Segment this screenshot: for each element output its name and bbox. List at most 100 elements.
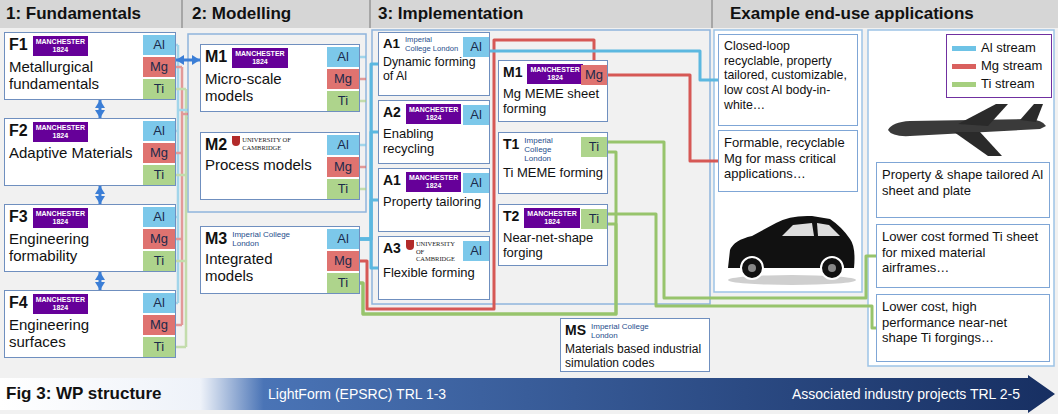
legend-swatch — [952, 64, 976, 69]
work-package-box: M2 UNIVERSITY OF CAMBRIDGE Process modelsA… — [200, 132, 360, 200]
application-panel — [714, 30, 862, 292]
stream-name: Ti — [327, 273, 359, 293]
university-logo: UNIVERSITY OF CAMBRIDGE — [406, 240, 459, 263]
connector-line — [359, 152, 616, 314]
legend-text: Al stream — [981, 40, 1036, 56]
stream-stub — [359, 144, 366, 147]
package-id: F3 — [9, 208, 28, 226]
stream-name: Al — [143, 293, 175, 313]
package-id: A3 — [383, 240, 401, 257]
stream-name: Al — [327, 47, 359, 67]
car-window — [817, 223, 840, 236]
stream-name: Al — [463, 105, 489, 125]
stream-name: Mg — [581, 65, 607, 85]
university-name: MANCHESTER 1824 — [33, 122, 88, 142]
stream-stub — [359, 100, 366, 103]
work-package-box: A2MANCHESTER 1824Enabling recyclingAl — [378, 100, 490, 164]
connector-line — [359, 200, 378, 239]
car-window — [782, 223, 814, 236]
university-name: MANCHESTER 1824 — [527, 64, 582, 84]
stream-name: Ti — [143, 79, 175, 99]
legend-swatch — [952, 82, 976, 87]
stream-connector — [359, 132, 378, 239]
work-package-box: A3UNIVERSITY OF CAMBRIDGEFlexible formin… — [378, 236, 490, 300]
university-name: MANCHESTER 1824 — [33, 36, 88, 56]
crest-icon — [232, 136, 240, 146]
package-id: M2 — [205, 136, 227, 154]
package-id: T1 — [503, 136, 519, 153]
arrow-head — [95, 282, 105, 290]
arrow-connector — [95, 100, 105, 118]
description: Lower cost formed Ti sheet for mixed mat… — [877, 225, 1049, 280]
arrow-head — [95, 186, 105, 194]
stream-tag: Ti — [581, 209, 607, 229]
description: Dynamic forming of Al — [379, 53, 489, 84]
university-name: MANCHESTER 1824 — [33, 208, 88, 228]
stream-tag: Ti — [143, 165, 175, 185]
description: Lower cost, high performance near-net sh… — [877, 295, 1049, 350]
work-package-box: F3MANCHESTER 1824Engineering formability… — [4, 204, 176, 272]
implementation-region — [372, 30, 710, 304]
university-name: Imperial College London — [232, 230, 292, 248]
application-box: Lower cost formed Ti sheet for mixed mat… — [876, 224, 1050, 288]
stream-tag: Mg — [327, 251, 359, 271]
stream-name: Ti — [327, 179, 359, 199]
university-name: Imperial College London — [591, 322, 651, 340]
legend-box: Al stream Mg streamTi stream — [946, 34, 1052, 98]
stream-tag: Al — [143, 35, 175, 55]
university-name: Imperial College London — [524, 136, 577, 163]
stream-name: Ti — [143, 337, 175, 357]
trl-label: LightForm (EPSRC) TRL 1-3 — [268, 386, 446, 402]
arrow-head — [176, 55, 184, 65]
stream-name: Ti — [143, 165, 175, 185]
stream-stub — [182, 113, 188, 116]
stream-tag: Ti — [143, 251, 175, 271]
work-package-box: MSImperial College LondonMaterials based… — [560, 318, 710, 372]
aircraft-wing — [958, 104, 1008, 126]
car-wheel — [821, 257, 843, 279]
car-hub — [828, 264, 836, 272]
package-id: F1 — [9, 36, 28, 54]
stream-tag: Ti — [143, 337, 175, 357]
description: Process models — [201, 154, 325, 173]
stream-tag: Al — [327, 47, 359, 67]
stream-tag: Al — [463, 173, 489, 193]
section-divider — [369, 0, 371, 28]
legend-swatch — [952, 46, 976, 51]
connector-line — [359, 224, 616, 314]
description: Micro-scale models — [201, 68, 325, 104]
header-band — [0, 0, 1058, 28]
stream-stub — [359, 78, 366, 81]
stream-name: Mg — [143, 57, 175, 77]
work-package-box: F2MANCHESTER 1824Adaptive MaterialsAlMgT… — [4, 118, 176, 186]
description: Formable, recyclable Mg for mass critica… — [719, 131, 857, 186]
work-package-box: T1Imperial College LondonTi MEME forming… — [498, 132, 608, 194]
stream-name: Ti — [581, 137, 607, 157]
stream-stub — [175, 238, 182, 241]
arrow-head — [95, 110, 105, 118]
stream-name: Mg — [327, 157, 359, 177]
university-name: MANCHESTER 1824 — [524, 208, 579, 228]
stream-tag: Mg — [327, 157, 359, 177]
arrow-head — [95, 196, 105, 204]
box-header: MSImperial College London — [561, 319, 709, 340]
package-id: A1 — [383, 36, 400, 52]
section-heading: Example end-use applications — [730, 4, 974, 24]
description: Mg MEME sheet forming — [499, 84, 607, 116]
arrow-connector — [95, 272, 105, 290]
stream-tag: Al — [463, 241, 489, 261]
connector-line — [607, 214, 876, 328]
arrow-head — [192, 55, 200, 65]
stream-name: Al — [327, 135, 359, 155]
stream-stub — [359, 56, 366, 59]
application-box: Formable, recyclable Mg for mass critica… — [718, 130, 858, 192]
work-package-box: F4MANCHESTER 1824Engineering surfacesAlM… — [4, 290, 176, 358]
package-id: M1 — [205, 48, 227, 66]
legend-row: Ti stream — [952, 75, 1046, 93]
legend-text: Mg stream — [981, 58, 1042, 74]
stream-tag: Al — [143, 293, 175, 313]
work-package-box: M1MANCHESTER 1824Micro-scale modelsAlMgT… — [200, 44, 360, 112]
university-logo: UNIVERSITY OF CAMBRIDGE — [232, 136, 294, 151]
stream-tag: Mg — [143, 143, 175, 163]
stream-connector — [359, 64, 378, 239]
